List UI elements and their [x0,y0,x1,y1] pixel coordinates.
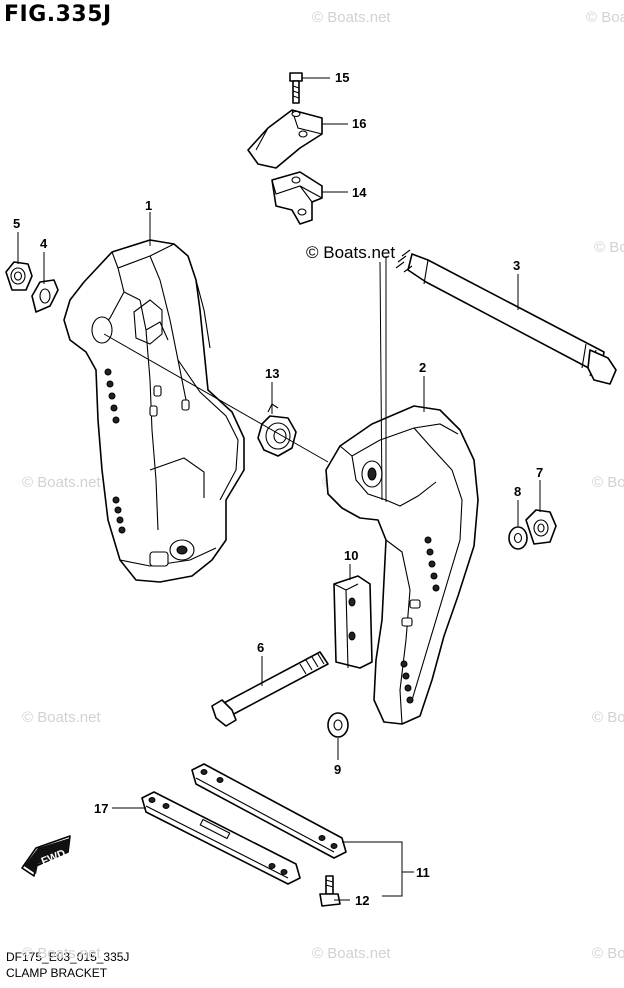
callout-2: 2 [419,360,426,375]
watermark-main: © Boats.net [306,243,395,262]
callout-14: 14 [352,185,367,200]
callout-13: 13 [265,366,279,381]
watermark: © Boats.net [592,709,624,726]
callout-7: 7 [536,465,543,480]
callout-1: 1 [145,198,152,213]
callout-11: 11 [416,865,430,880]
part-12-bolt[interactable] [319,875,341,907]
part-8-washer[interactable] [508,526,528,550]
callout-12: 12 [355,893,369,908]
part-11-shim-plate[interactable] [191,763,347,859]
watermark: © Boats.net [586,9,624,26]
part-9-washer[interactable] [327,712,349,738]
part-14-bracket-plate[interactable] [271,171,323,225]
alignment-lines [103,256,387,502]
figure-code: DF175_E03_015_335J [6,950,130,964]
part-3-tilt-tube[interactable] [395,249,617,385]
part-16-bracket-plate[interactable] [247,109,323,169]
part-15-bolt[interactable] [289,72,303,104]
callout-leaders [17,77,541,901]
part-13-bushing[interactable] [257,403,297,457]
watermark: © Boats.net [594,239,624,256]
part-17-shim-plate[interactable] [141,791,301,885]
callout-9: 9 [334,762,341,777]
watermark: © Boats.net [312,945,391,962]
part-7-nut[interactable] [525,509,557,545]
watermark: © Boats.net [592,945,624,962]
watermark: © Boats.net [22,474,101,491]
callout-6: 6 [257,640,264,655]
part-10-plate[interactable] [333,575,373,669]
part-4-washer[interactable] [31,279,59,313]
callout-10: 10 [344,548,358,563]
callout-5: 5 [13,216,20,231]
watermark: © Boats.net [592,474,624,491]
callout-8: 8 [514,484,521,499]
callout-16: 16 [352,116,366,131]
callout-3: 3 [513,258,520,273]
part-2-clamp-bracket[interactable] [325,405,479,725]
watermark: © Boats.net [312,9,391,26]
watermark: © Boats.net [22,945,101,962]
callout-4: 4 [40,236,48,251]
fwd-arrow-icon: FWD [21,835,71,877]
figure-name: CLAMP BRACKET [6,966,108,980]
part-6-bolt[interactable] [211,651,329,727]
callout-numbers: 15 16 14 1 5 4 3 2 13 7 8 10 6 9 17 11 1… [13,70,543,908]
part-1-clamp-bracket[interactable] [63,239,245,583]
callout-17: 17 [94,801,108,816]
figure-title: FIG.335J [4,2,112,27]
callout-15: 15 [335,70,349,85]
part-5-nut[interactable] [5,261,33,291]
watermark: © Boats.net [22,709,101,726]
